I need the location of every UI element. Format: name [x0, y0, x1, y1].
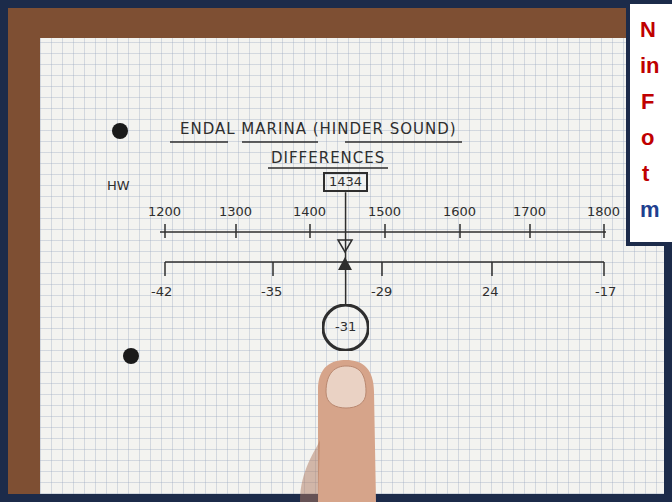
time-label: 1800: [587, 205, 620, 219]
overlay-text: m: [640, 198, 660, 222]
axis-label: HW: [107, 179, 130, 193]
time-box: 1434: [323, 172, 368, 192]
difference-label: -35: [261, 285, 282, 299]
time-label: 1700: [513, 205, 546, 219]
punch-hole: [112, 123, 128, 139]
time-label: 1500: [368, 205, 401, 219]
difference-label: -42: [151, 285, 172, 299]
node-text: -31: [335, 320, 356, 334]
time-label: 1300: [219, 205, 252, 219]
difference-label: -29: [371, 285, 392, 299]
time-label: 1400: [293, 205, 326, 219]
time-label: 1200: [148, 205, 181, 219]
finger: [300, 360, 376, 502]
difference-label: 24: [482, 285, 499, 299]
title-text: ENDAL MARINA (HINDER SOUND): [180, 121, 457, 138]
punch-hole: [123, 348, 139, 364]
underlines: [170, 142, 462, 168]
overlay-text: N: [640, 18, 656, 42]
overlay-text: t: [642, 162, 649, 186]
node-text: 1434: [329, 175, 362, 189]
difference-circle: -31: [322, 304, 369, 351]
overlay-text: in: [640, 54, 660, 78]
time-label: 1600: [443, 205, 476, 219]
subtitle-text: DIFFERENCES: [271, 150, 385, 167]
time-scale: [160, 224, 606, 238]
difference-label: -17: [595, 285, 616, 299]
connector-line: [345, 192, 346, 304]
difference-scale: [165, 262, 604, 276]
overlay-text: F: [641, 90, 654, 114]
overlay-text: o: [641, 126, 654, 150]
